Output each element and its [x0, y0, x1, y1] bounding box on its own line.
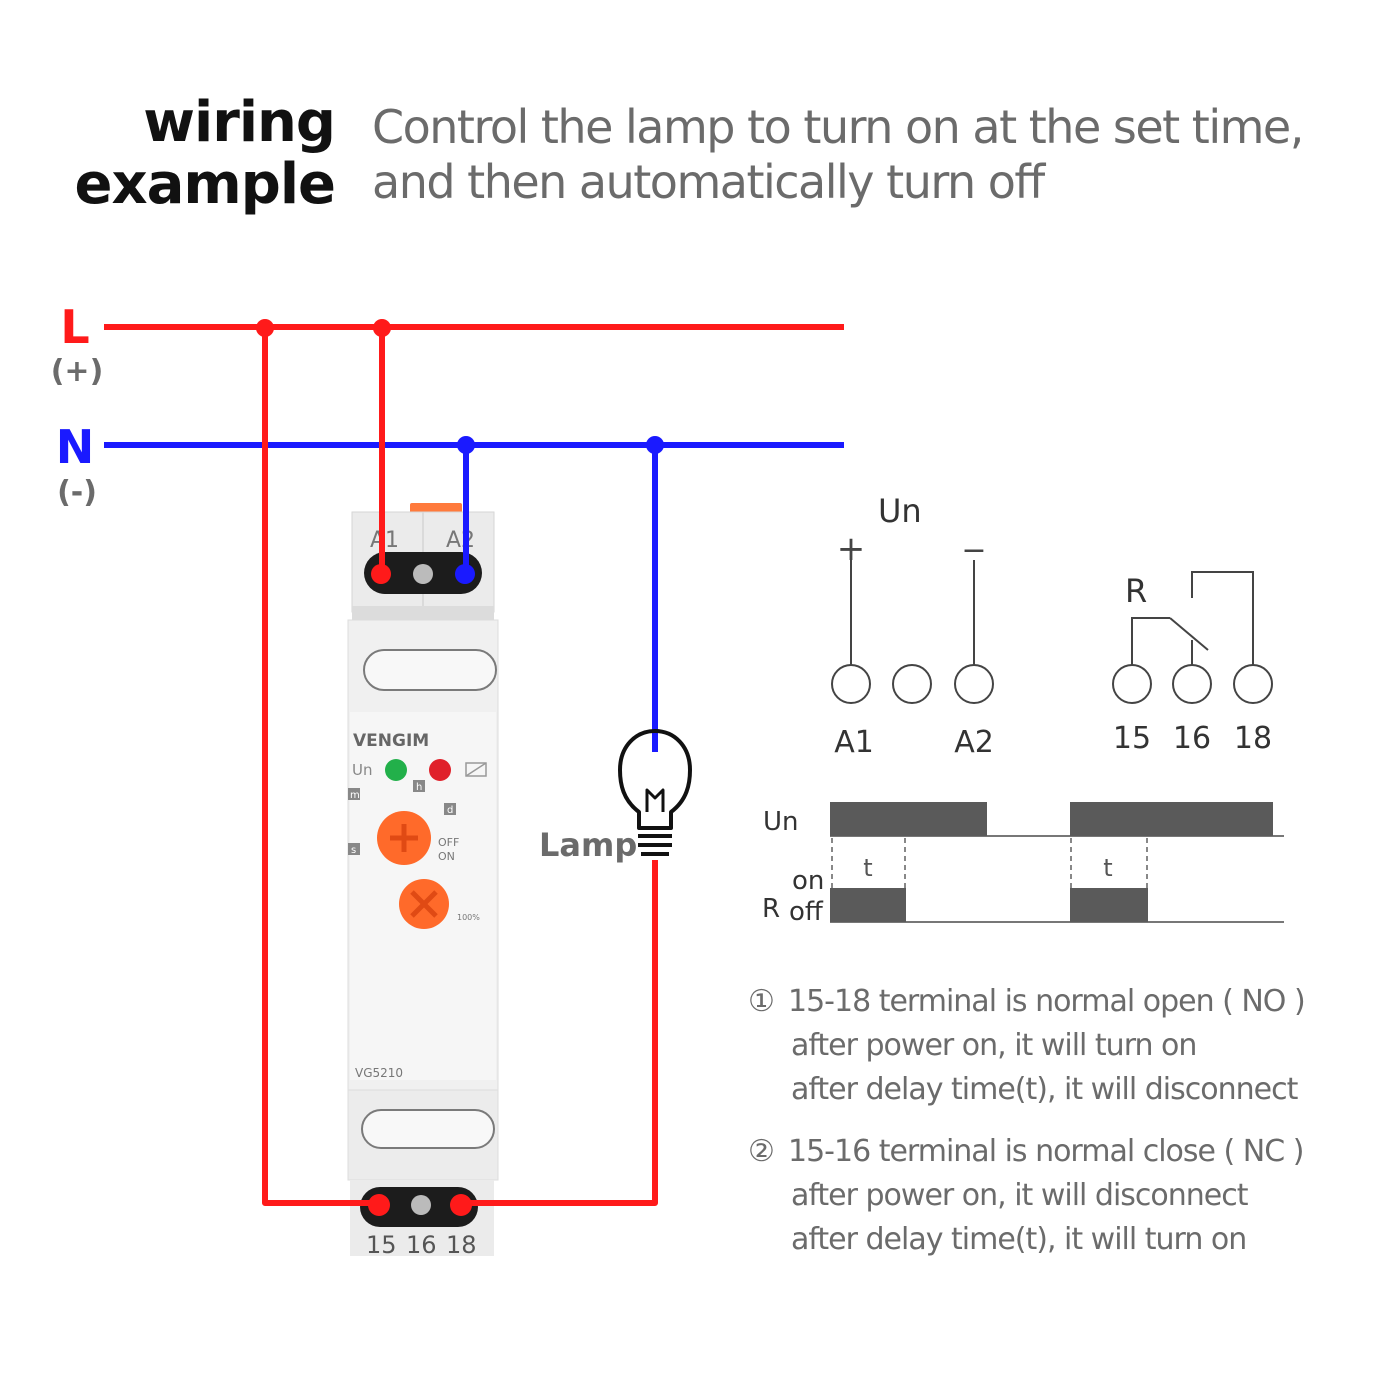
timing-r-label: R [762, 894, 780, 924]
timing-diagram: t t [830, 802, 1284, 923]
junction-dot [457, 436, 475, 454]
schematic-plus-sign: + [837, 529, 866, 569]
r-on-bar-2 [1070, 888, 1148, 922]
device-top-terminal-a2: A2 [446, 528, 475, 553]
lamp-label: Lamp [539, 826, 637, 864]
device-bottom-terminal-15: 15 [366, 1231, 397, 1259]
delay-label-2: t [1103, 854, 1112, 882]
label-window-bottom [361, 1109, 495, 1149]
terminal-circle-18 [1233, 664, 1273, 704]
junction-dot [256, 319, 274, 337]
percent-dial-label: 100% [457, 913, 480, 922]
un-on-bar-2 [1070, 802, 1273, 836]
device-un-label: Un [352, 761, 373, 779]
terminal-a2-screw [455, 564, 475, 584]
delay-label-1: t [863, 854, 872, 882]
timing-off-label: off [789, 897, 824, 927]
terminal-a1-screw [371, 564, 391, 584]
headline-line-1: wiring [143, 90, 336, 155]
terminal-circle-a2 [954, 664, 994, 704]
terminal-16-screw [411, 1195, 431, 1215]
power-led [385, 759, 407, 781]
relay-symbol-icon [465, 762, 487, 777]
range-mark-h: h [416, 782, 422, 793]
note-normal-open: ① 15-18 terminal is normal open ( NO ) af… [748, 980, 1388, 1112]
relay-contact-18 [1191, 571, 1254, 665]
timer-relay-device: VENGIM Un m h d s OFF ON 100% VG5210 A1 … [347, 503, 499, 1259]
note-line: after delay time(t), it will disconnect [791, 1072, 1298, 1107]
schematic-a2-label: A2 [954, 725, 994, 760]
terminal-circle-16 [1172, 664, 1212, 704]
schematic-a1-label: A1 [834, 725, 874, 760]
neutral-label: N [56, 420, 95, 474]
r-on-bar-1 [830, 888, 906, 922]
time-dial-off-label: OFF [438, 836, 459, 849]
lamp-to-terminal-18-wire [460, 860, 658, 1206]
junction-dot [646, 436, 664, 454]
note-normal-close: ② 15-16 terminal is normal close ( NC ) a… [748, 1130, 1388, 1262]
time-dial-on-label: ON [438, 850, 455, 863]
device-model: VG5210 [355, 1066, 403, 1080]
note-line: after delay time(t), it will turn on [791, 1222, 1247, 1257]
un-on-bar-1 [830, 802, 987, 836]
schematic-18-label: 18 [1234, 721, 1272, 756]
relay-switch-blade [1169, 617, 1209, 651]
timing-on-label: on [792, 866, 824, 896]
neutral-polarity: (-) [57, 475, 97, 510]
device-bottom-terminal-18: 18 [446, 1231, 477, 1259]
terminal-notes: ① 15-18 terminal is normal open ( NO ) af… [748, 980, 1388, 1280]
range-mark-d: d [447, 805, 453, 816]
schematic-un-label: Un [878, 492, 922, 530]
schematic-minus-sign: − [961, 533, 986, 568]
subtitle: Control the lamp to turn on at the set t… [372, 100, 1382, 210]
terminal-circle-15 [1112, 664, 1152, 704]
note-line: after power on, it will disconnect [791, 1178, 1249, 1213]
terminal-middle-screw [413, 564, 433, 584]
terminal-circle-spare [892, 664, 932, 704]
note-line: 15-16 terminal is normal close ( NC ) [788, 1134, 1304, 1169]
device-brand: VENGIM [353, 731, 429, 751]
junction-dot [373, 319, 391, 337]
note-line: 15-18 terminal is normal open ( NO ) [788, 984, 1306, 1019]
terminal-schematic [831, 557, 1273, 704]
note-number: ① [748, 984, 775, 1019]
live-label: L [60, 300, 89, 354]
live-to-terminal-15-wire [262, 327, 378, 1206]
range-mark-s: s [351, 845, 356, 856]
label-window-top [363, 649, 497, 691]
relay-contact-15 [1131, 617, 1170, 665]
note-line: after power on, it will turn on [791, 1028, 1197, 1063]
range-mark-m: m [350, 790, 360, 801]
schematic-15-label: 15 [1113, 721, 1151, 756]
lamp-bulb-icon [618, 729, 692, 856]
timing-un-label: Un [763, 807, 799, 837]
terminal-18-screw [450, 1194, 472, 1216]
live-polarity: (+) [51, 354, 104, 389]
terminal-circle-a1 [831, 664, 871, 704]
relay-led [429, 759, 451, 781]
headline-line-2: example [74, 152, 336, 217]
subtitle-line-1: Control the lamp to turn on at the set t… [372, 100, 1304, 154]
terminal-15-screw [368, 1194, 390, 1216]
schematic-16-label: 16 [1173, 721, 1211, 756]
subtitle-line-2: and then automatically turn off [372, 155, 1045, 209]
note-number: ② [748, 1134, 775, 1169]
device-bottom-terminal-16: 16 [406, 1231, 437, 1259]
headline: wiring example [40, 90, 336, 217]
schematic-r-label: R [1125, 572, 1147, 610]
